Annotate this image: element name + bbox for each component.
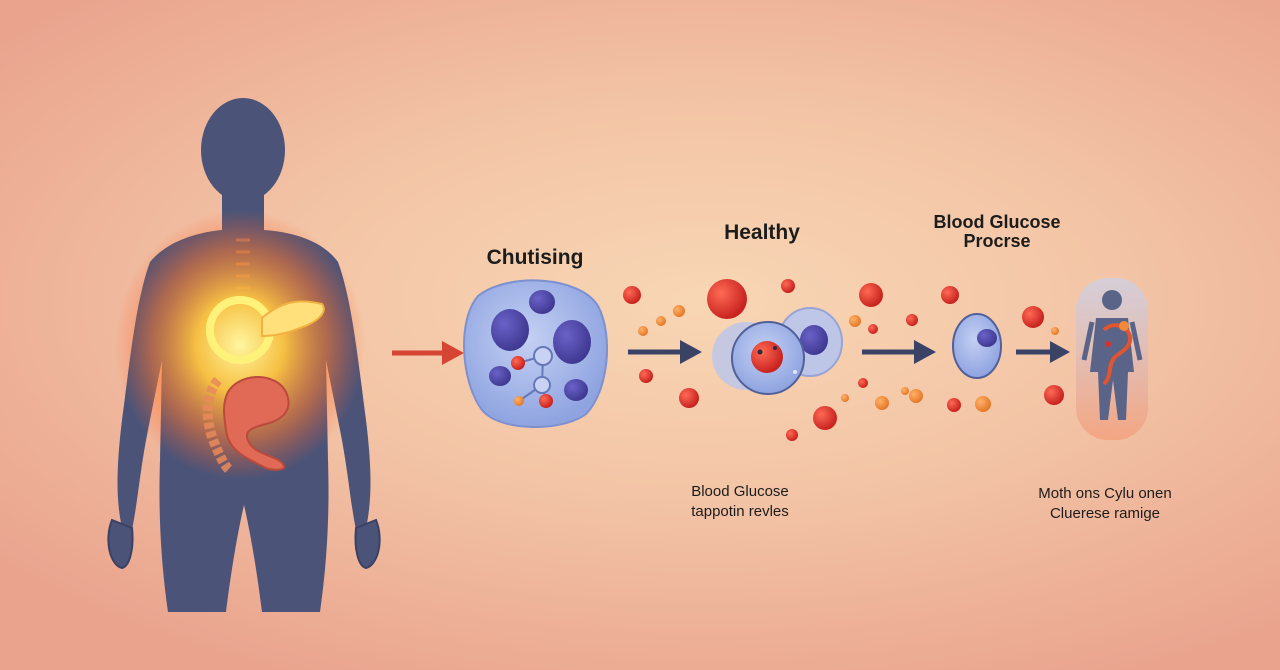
- human-body-icon: [1076, 278, 1148, 440]
- arrow-right-icon: [628, 340, 702, 364]
- stage2-title: Healthy: [724, 221, 800, 244]
- caption-middle: Blood Glucose tappotin revles: [650, 482, 830, 522]
- organ-glow: [115, 210, 365, 480]
- glucose-molecule-icon: [511, 346, 553, 408]
- caption-right: Moth ons Cylu onen Cluerese ramige: [1012, 484, 1198, 524]
- stage3-title-line2: Procrse: [963, 231, 1031, 251]
- caption-right-line1: Moth ons Cylu onen: [1038, 485, 1172, 502]
- pancreas-icon: [206, 296, 325, 364]
- cell-icon: [952, 313, 1002, 379]
- arrow-right-icon: [862, 340, 936, 364]
- caption-right-line2: Cluerese ramige: [1049, 505, 1161, 522]
- caption-middle-line1: Blood Glucose: [691, 483, 789, 500]
- stage3-title: Blood Glucose Procrse: [918, 213, 1076, 251]
- caption-middle-line2: tappotin revles: [691, 503, 789, 520]
- arrow-right-icon: [392, 341, 464, 365]
- glucose-particles: [623, 279, 1064, 441]
- cell-icon: [463, 279, 608, 429]
- cell-icon: [712, 307, 843, 395]
- intestine-icon: [202, 376, 290, 475]
- arrow-right-icon: [1016, 341, 1070, 363]
- stage1-title: Chutising: [486, 246, 584, 269]
- stage3-title-line1: Blood Glucose: [933, 212, 1061, 232]
